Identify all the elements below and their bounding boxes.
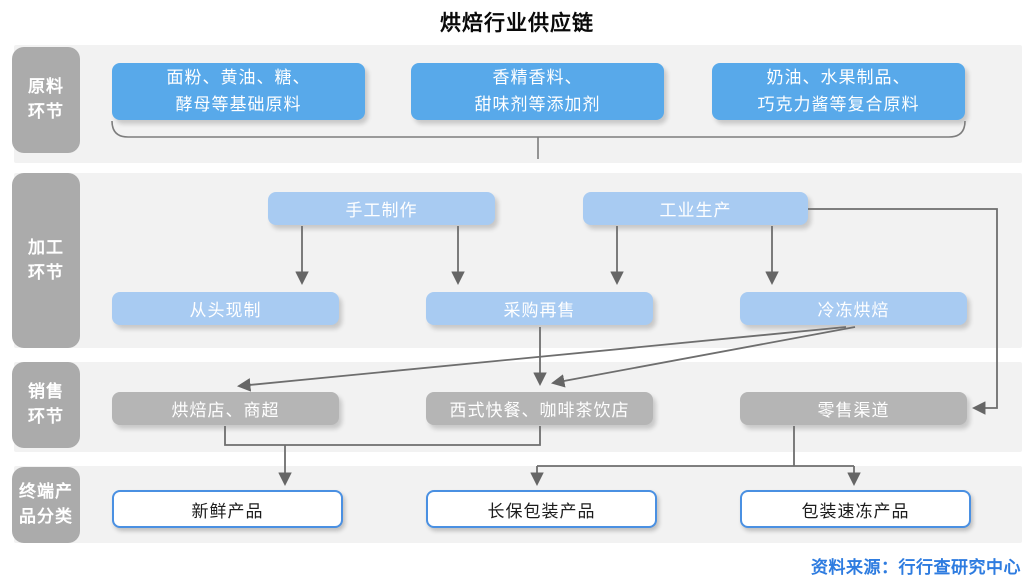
node-compound-ingredients: 奶油、水果制品、 巧克力酱等复合原料 xyxy=(712,63,965,120)
node-packaged-frozen: 包装速冻产品 xyxy=(740,490,971,528)
node-bakery-supermarket: 烘焙店、商超 xyxy=(112,392,339,425)
node-frozen-bakery: 冷冻烘焙 xyxy=(740,292,967,325)
stage-label-sales: 销售 环节 xyxy=(12,362,80,448)
node-retail-channel: 零售渠道 xyxy=(740,392,967,425)
node-industrial: 工业生产 xyxy=(583,192,808,225)
node-fastfood-teashop: 西式快餐、咖啡茶饮店 xyxy=(426,392,653,425)
page-title: 烘焙行业供应链 xyxy=(440,12,594,35)
node-basic-ingredients: 面粉、黄油、糖、 酵母等基础原料 xyxy=(112,63,365,120)
source-note: 资料来源：行行查研究中心 xyxy=(811,558,1021,577)
stage-label-processing: 加工 环节 xyxy=(12,173,80,348)
node-handmade: 手工制作 xyxy=(268,192,495,225)
node-long-shelf-packaged: 长保包装产品 xyxy=(426,490,657,528)
node-purchase-resale: 采购再售 xyxy=(426,292,653,325)
stage-label-raw-materials: 原料 环节 xyxy=(12,47,80,153)
stage-label-end-products: 终端产 品分类 xyxy=(12,467,80,543)
node-additives: 香精香料、 甜味剂等添加剂 xyxy=(411,63,664,120)
node-scratch-made: 从头现制 xyxy=(112,292,339,325)
node-fresh-product: 新鲜产品 xyxy=(112,490,343,528)
